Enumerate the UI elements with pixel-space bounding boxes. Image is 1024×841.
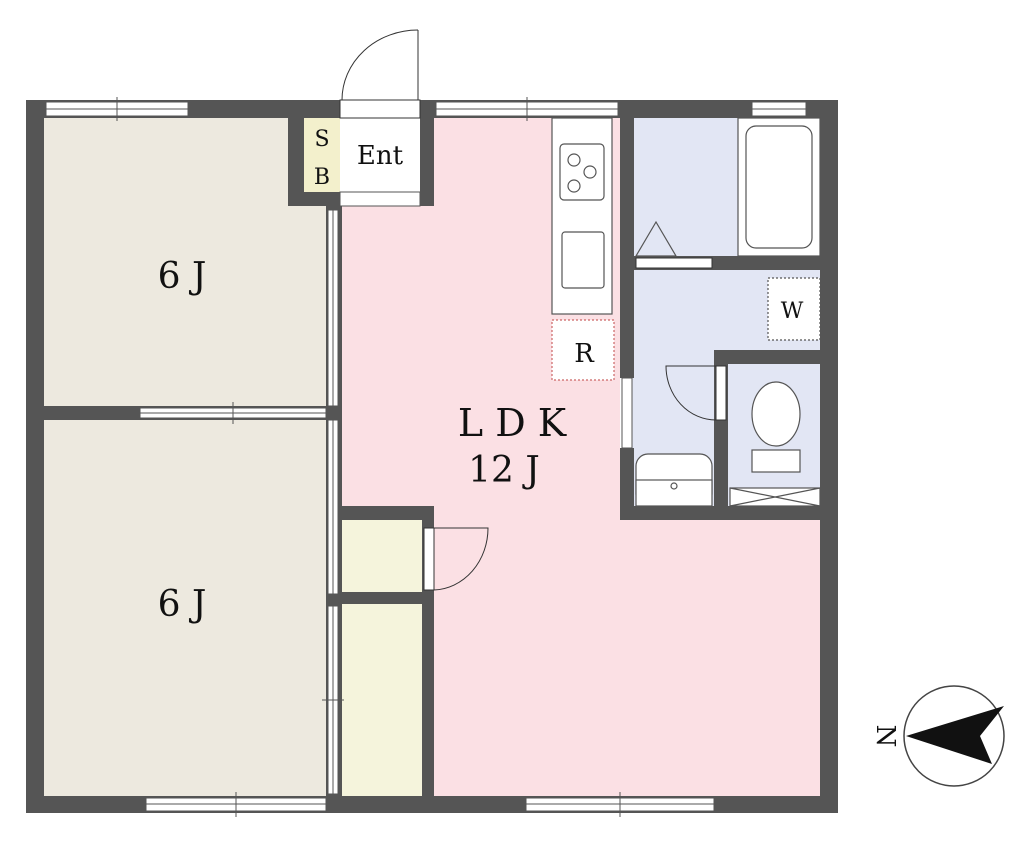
floors [44,118,820,796]
western-room-upper-label: 6 J [158,256,207,297]
wall-shoebox-bottom [288,192,340,206]
burner-icon [583,165,597,179]
wall-wet-left-upper [620,100,634,378]
wall-toilet-top [714,350,820,364]
ldk-label: L D K [458,401,567,445]
wall-shoebox-left [288,118,304,206]
doors [339,29,727,591]
compass-arrow-icon [906,706,1004,764]
wall-outer-left [26,100,44,813]
wall-wet-bottom [620,506,838,520]
stove [559,143,605,201]
western-room-lower-floor [44,420,328,796]
entrance-floor [340,118,420,196]
shoe-box-floor [304,118,340,192]
closet-upper-floor [340,520,422,592]
western-room-upper-floor [44,118,328,408]
window-top-ldk [435,97,619,121]
drain-icon [670,482,678,490]
wall-entrance-right [420,100,434,206]
wall-closet-top [326,506,434,520]
burner-icon [567,179,581,193]
windows [45,97,807,817]
bathtub-inner [745,125,813,249]
bath-door-leaf[interactable] [635,257,713,269]
compass-north-label: N [870,725,900,748]
washbasin-base [635,479,713,507]
washer-space [767,277,821,341]
entrance-label: Ent [357,141,404,171]
wall-closet-middle [326,592,434,604]
faucet-icon [634,220,678,257]
labels: 6 J 6 J L D K 12 J Ent S B R W [158,127,804,625]
opening-washroom [621,377,633,449]
toilet-bowl [751,381,801,447]
closet-lower-floor [340,604,422,796]
sliding-door-western [139,402,327,424]
fixtures [551,117,821,507]
entrance-door-leaf[interactable] [339,99,421,119]
sliding-door-closet [322,605,344,795]
toilet-door-leaf[interactable] [715,365,727,421]
shoe-box-label-b: B [314,165,330,190]
kitchen-sink [561,231,605,289]
toilet-tank [751,449,801,473]
window-top-western [45,97,189,121]
sliding-door-upper-ldk [327,209,339,407]
ldk-size-label: 12 J [468,450,540,491]
refrigerator-space [551,319,615,381]
compass: N [870,685,1005,787]
wall-outer-right [820,100,838,813]
ldk-floor [340,118,820,796]
window-bottom-ldk [525,792,715,817]
burner-icon [567,153,581,167]
sliding-door-lower-ldk [327,419,339,595]
window-bottom-western [145,792,327,817]
entrance-step [339,191,421,207]
wall-wet-left-lower [620,448,634,520]
refrigerator-label: R [574,339,595,369]
closet-door-leaf[interactable] [423,527,435,591]
shoe-box-label-s: S [314,127,329,152]
window-top-bath [751,101,807,117]
western-room-lower-label: 6 J [158,584,207,625]
washer-label: W [781,299,804,324]
